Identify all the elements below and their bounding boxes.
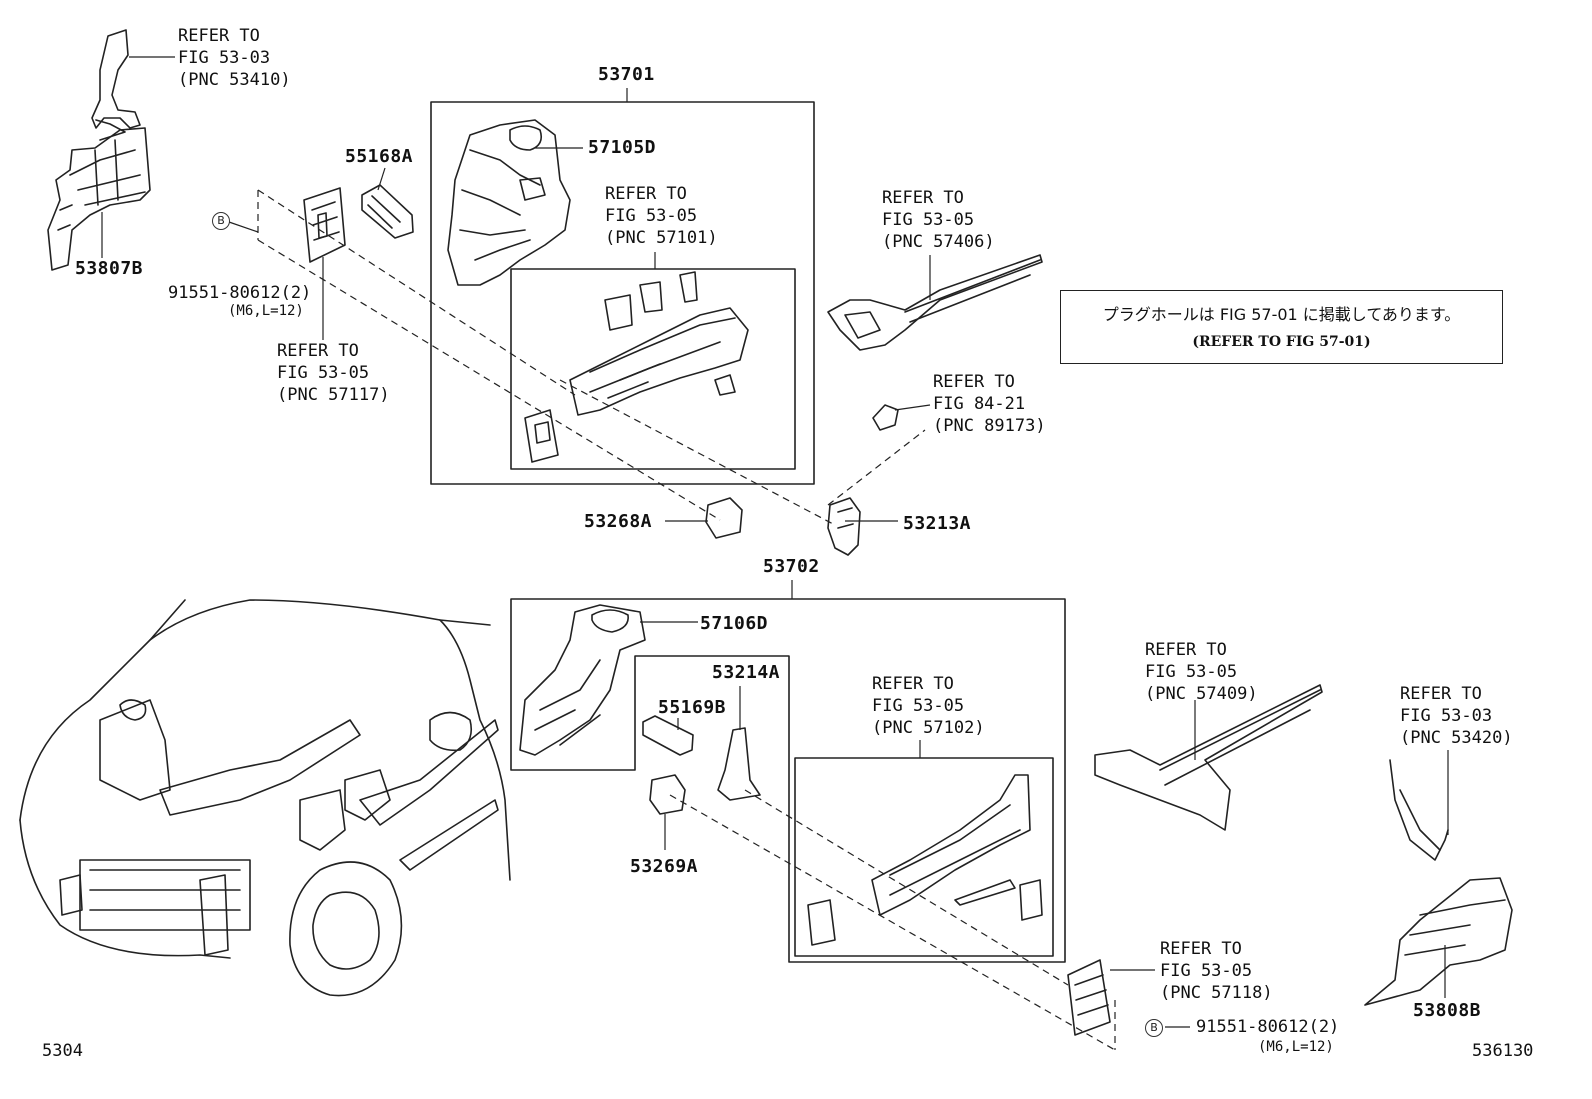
car-illustration xyxy=(19,599,511,997)
bolt-marker-top: B xyxy=(212,212,230,230)
part-number-53807b: 53807B xyxy=(75,258,144,279)
wheel-housing-57105d-drawing xyxy=(447,119,571,286)
side-member-57101-drawing xyxy=(524,271,749,463)
bracket-55169b-drawing xyxy=(642,715,694,756)
apron-right-drawing xyxy=(1364,759,1513,1006)
figure-code-right: 536130 xyxy=(1472,1041,1534,1061)
bracket-53269a-drawing xyxy=(649,774,686,815)
bracket-57118-drawing xyxy=(1067,959,1111,1036)
part-number-53701: 53701 xyxy=(598,64,655,85)
figure-code-left: 5304 xyxy=(42,1041,83,1061)
part-number-55169b: 55169B xyxy=(658,697,727,718)
clip-89173-drawing xyxy=(872,404,899,431)
bracket-53268a-drawing xyxy=(705,497,743,539)
part-number-53702: 53702 xyxy=(763,556,820,577)
part-number-53808b: 53808B xyxy=(1413,1000,1482,1021)
part-number-57106d: 57106D xyxy=(700,613,769,634)
rail-57409-drawing xyxy=(1094,684,1323,831)
bolt-spec-top: (M6,L=12) xyxy=(228,303,304,319)
part-number-57105d: 57105D xyxy=(588,137,657,158)
note-japanese: プラグホールは FIG 57-01 に掲載してあります。 xyxy=(1102,305,1461,324)
bracket-55168a-drawing xyxy=(361,184,414,239)
plug-hole-note: プラグホールは FIG 57-01 に掲載してあります。 (REFER TO F… xyxy=(1060,290,1503,364)
part-number-55168a: 55168A xyxy=(345,146,414,167)
bolt-part-number-top: 91551-80612(2) xyxy=(168,283,312,303)
side-member-57102-drawing xyxy=(807,774,1043,946)
wheel-housing-57106d-drawing xyxy=(519,604,646,756)
part-number-53214a: 53214A xyxy=(712,662,781,683)
bracket-57117-drawing xyxy=(303,187,346,263)
part-number-53269a: 53269A xyxy=(630,856,699,877)
bolt-part-number-bottom: 91551-80612(2) xyxy=(1196,1017,1340,1037)
note-english: (REFER TO FIG 57-01) xyxy=(1192,334,1371,350)
part-number-53213a: 53213A xyxy=(903,513,972,534)
bracket-53213a-drawing xyxy=(827,497,861,556)
bolt-marker-bottom: B xyxy=(1145,1019,1163,1037)
rail-57406-drawing xyxy=(827,254,1043,351)
bolt-spec-bottom: (M6,L=12) xyxy=(1258,1039,1334,1055)
part-number-53268a: 53268A xyxy=(584,511,653,532)
apron-left-drawing xyxy=(47,29,151,271)
bracket-53214a-drawing xyxy=(717,727,761,801)
